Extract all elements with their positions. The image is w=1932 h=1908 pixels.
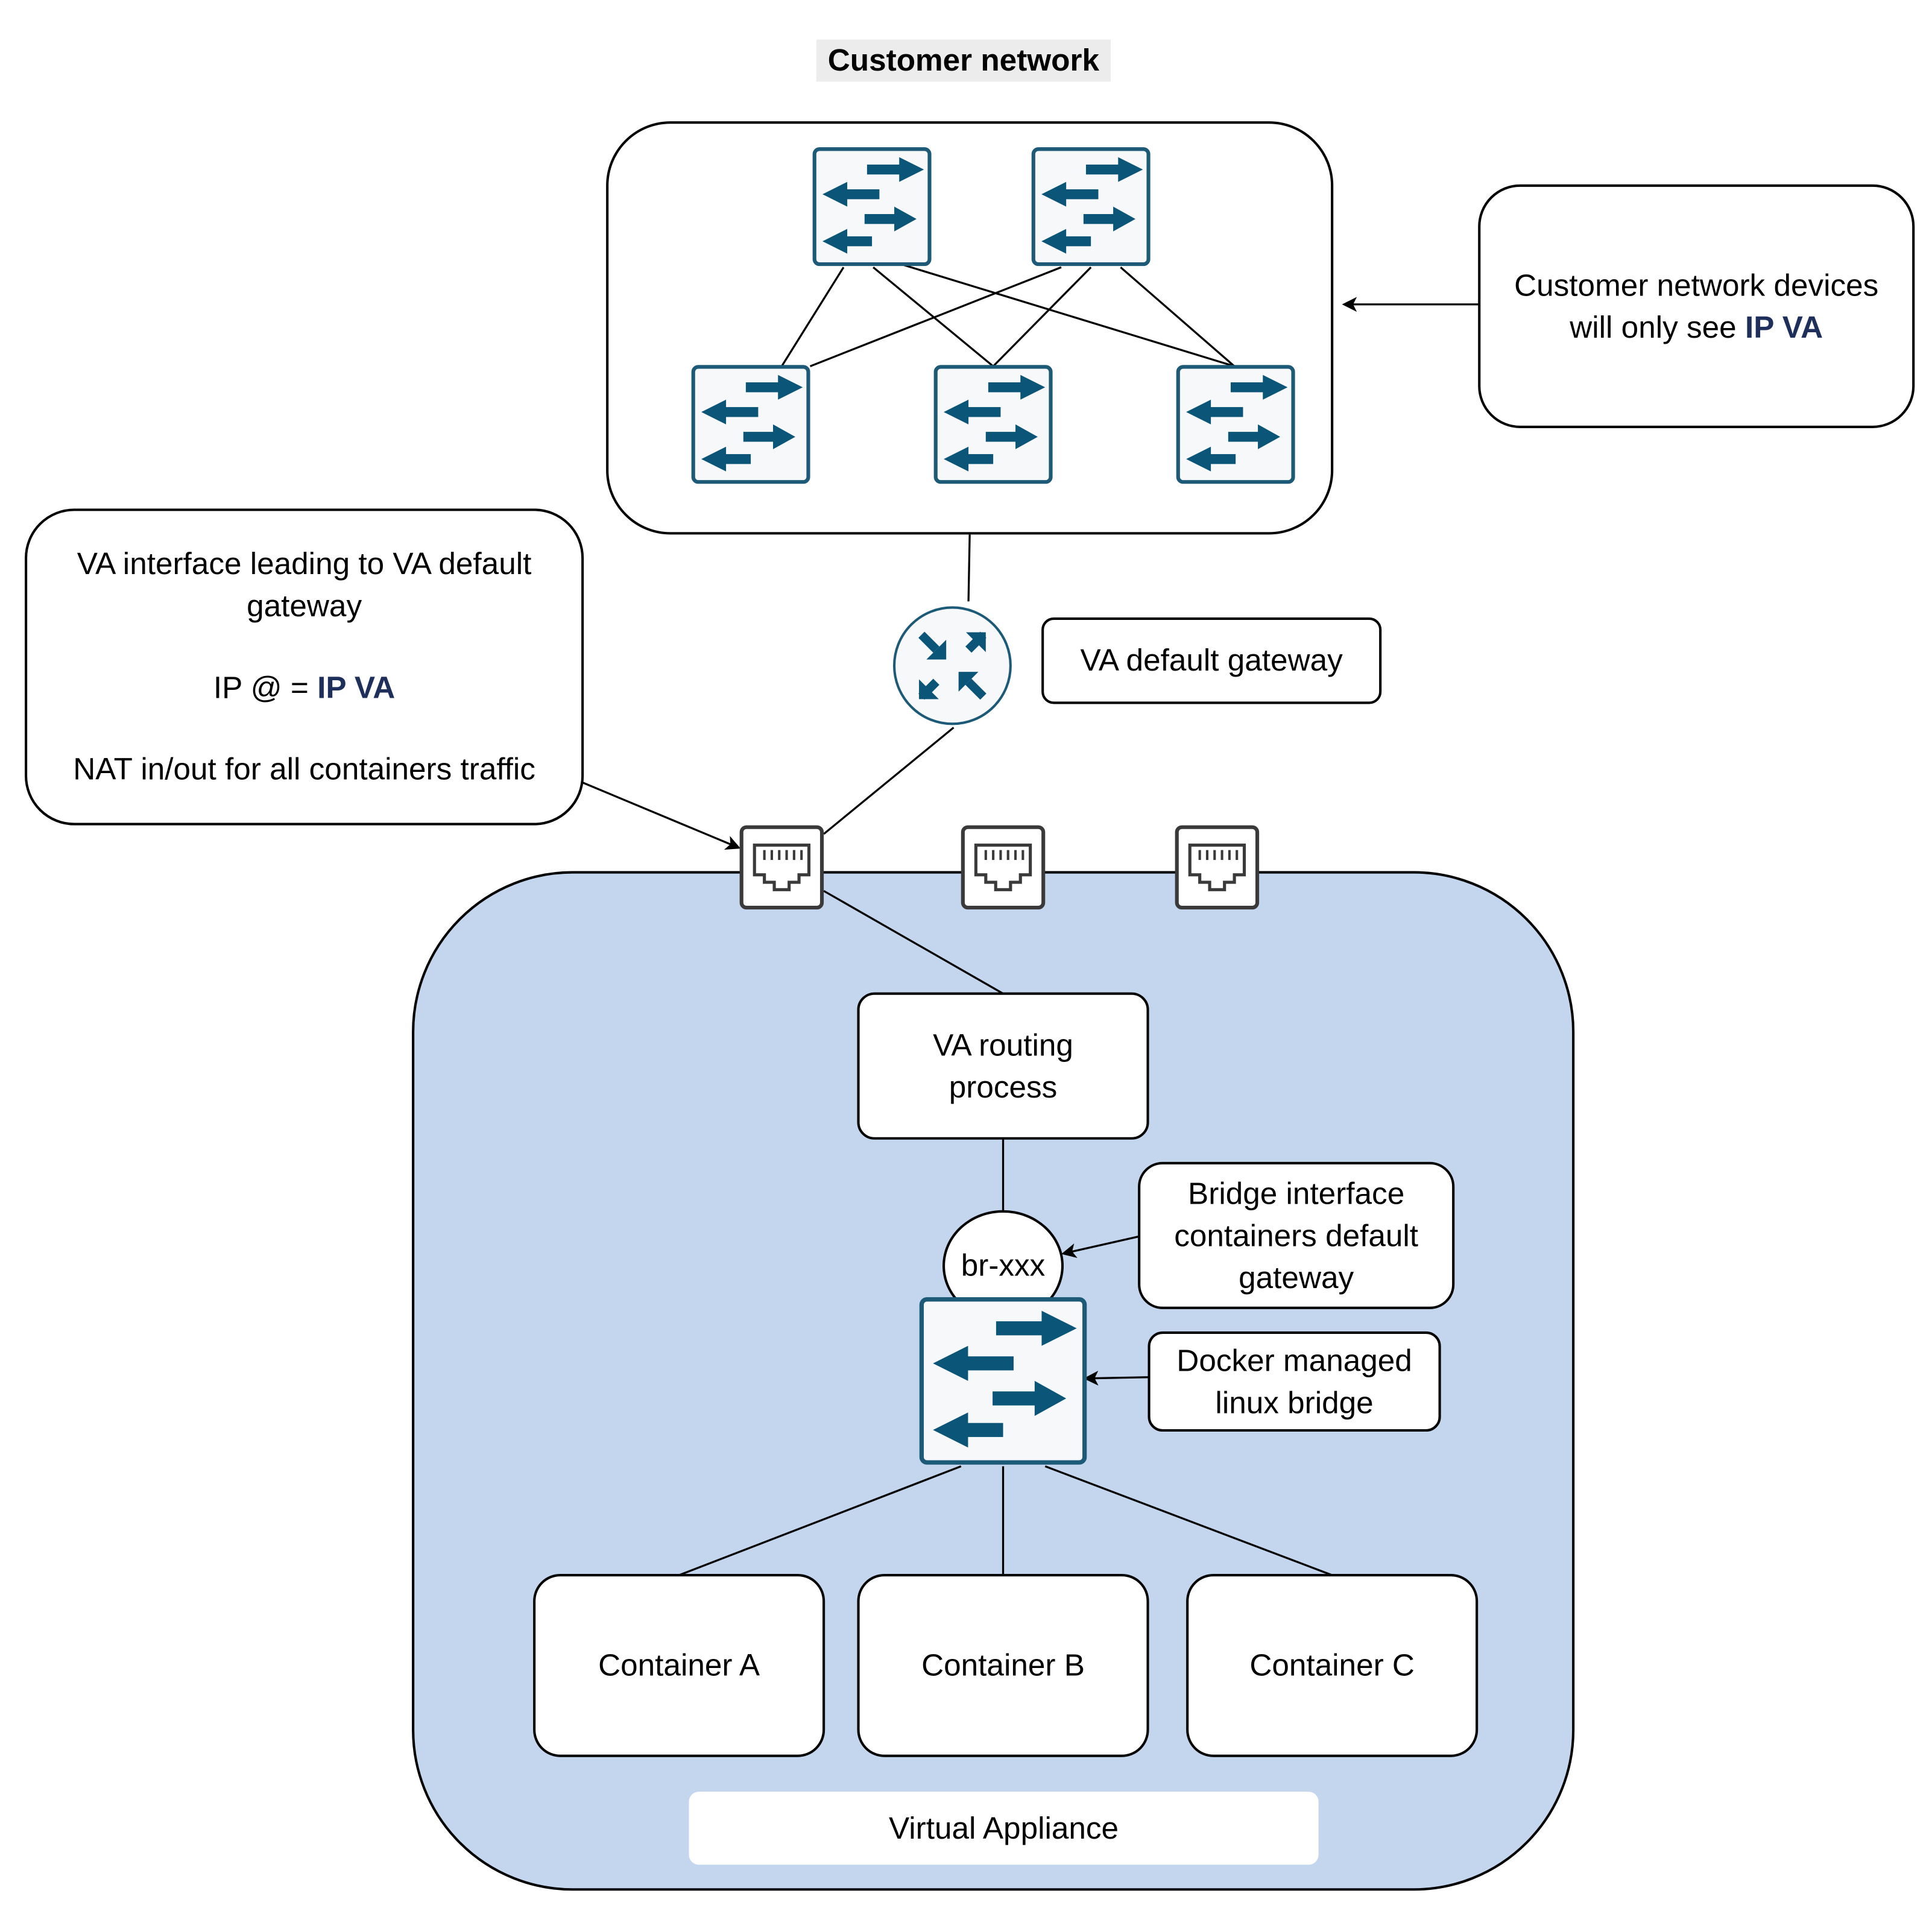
container-label: Container B [921, 1648, 1085, 1683]
network-switch-icon [691, 365, 810, 484]
network-switch-icon [919, 1297, 1087, 1465]
link-line [780, 267, 845, 367]
callout-text: gateway [247, 589, 362, 624]
virtual-appliance-text: Virtual Appliance [889, 1810, 1119, 1846]
callout-text: will only see [1570, 310, 1745, 345]
callout-text: Bridge interface [1188, 1176, 1405, 1211]
routing-process-box: VA routing process [857, 992, 1149, 1140]
callout-arrow [581, 781, 741, 850]
link-line [809, 266, 1062, 367]
callout-text: linux bridge [1215, 1385, 1374, 1420]
link-line [902, 264, 1235, 367]
callout-text: VA default gateway [1080, 643, 1343, 678]
network-switch-icon [933, 365, 1053, 484]
network-switch-icon [1176, 365, 1295, 484]
container-box: Container C [1186, 1574, 1479, 1757]
router-icon [892, 606, 1012, 725]
container-label: Container C [1249, 1648, 1415, 1683]
callout-text-line: IP @ = IP VA [213, 667, 395, 709]
routing-text: process [949, 1069, 1058, 1105]
callout-arrow [1083, 1371, 1151, 1386]
callout-text: Customer network devices [1514, 268, 1879, 303]
ethernet-port-icon [961, 825, 1046, 910]
link-line [1120, 266, 1236, 367]
callout-text: VA interface leading to VA default [77, 546, 532, 582]
ethernet-port-icon [739, 825, 824, 910]
callout-text: Docker managed [1176, 1343, 1412, 1378]
callout-arrow [1061, 1235, 1141, 1259]
routing-text: VA routing [933, 1028, 1073, 1063]
callout-text: IP @ = [213, 671, 318, 706]
va-interface-callout: VA interface leading to VA default gatew… [25, 508, 584, 826]
network-switch-icon [812, 147, 932, 267]
link-line [678, 1465, 962, 1576]
container-box: Container A [533, 1574, 826, 1757]
callout-text: NAT in/out for all containers traffic [73, 752, 535, 788]
va-gateway-callout: VA default gateway [1041, 617, 1382, 704]
container-label: Container A [598, 1648, 760, 1683]
docker-bridge-callout: Docker managed linux bridge [1148, 1331, 1441, 1432]
page-title: Customer network [816, 39, 1111, 82]
customer-devices-callout: Customer network devices will only see I… [1478, 184, 1915, 428]
bridge-interface-callout: Bridge interface containers default gate… [1138, 1161, 1455, 1309]
link-line [823, 889, 1004, 995]
link-line [992, 267, 1092, 367]
link-line [967, 534, 971, 602]
container-box: Container B [857, 1574, 1149, 1757]
virtual-appliance-label: Virtual Appliance [689, 1792, 1319, 1865]
ip-va-highlight: IP VA [1744, 310, 1823, 345]
callout-text-line: will only see IP VA [1570, 306, 1823, 349]
bridge-node-label: br-xxx [961, 1248, 1046, 1283]
ip-va-highlight: IP VA [317, 671, 396, 706]
ethernet-port-icon [1175, 825, 1260, 910]
callout-text: gateway [1239, 1260, 1354, 1295]
network-switch-icon [1031, 147, 1151, 267]
link-line [823, 727, 955, 835]
callout-text: containers default [1174, 1218, 1419, 1253]
link-line [1044, 1465, 1333, 1576]
